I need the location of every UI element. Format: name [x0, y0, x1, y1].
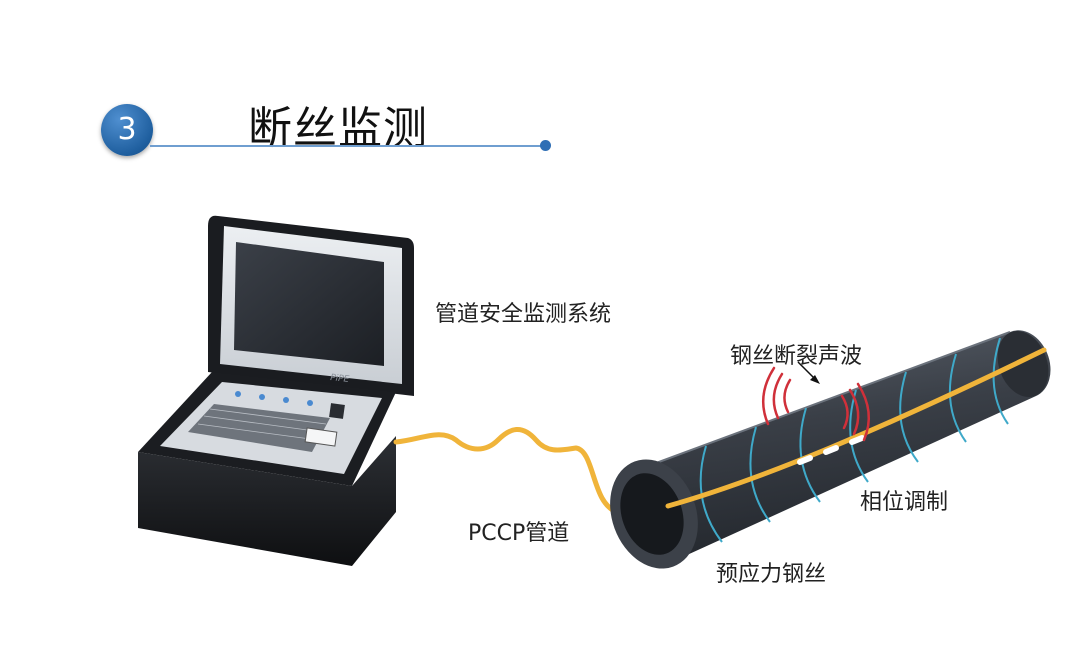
title-underline-dot: [540, 140, 551, 151]
acoustic-wave-label: 钢丝断裂声波: [730, 344, 863, 369]
device-screen: [234, 242, 384, 366]
phase-modulation-label: 相位调制: [860, 490, 949, 515]
step-number-badge: 3: [101, 104, 153, 156]
device-button: [259, 394, 265, 400]
device-base-front: [138, 436, 396, 566]
pccp-pipe: [610, 330, 1051, 569]
monitor-system-label: 管道安全监测系统: [435, 302, 612, 327]
pipe-far-end: [997, 331, 1049, 397]
monitoring-device: PiPE: [138, 215, 414, 566]
keyboard-keys: [197, 408, 327, 441]
device-display-window: [304, 427, 338, 447]
device-button: [235, 391, 241, 397]
device-port: [329, 403, 345, 419]
device-brand-text: PiPE: [330, 373, 350, 385]
fiber-optic-cable: [393, 427, 723, 519]
device-button: [307, 400, 313, 406]
device-button: [283, 397, 289, 403]
pipe-opening: [620, 473, 684, 555]
wire-break-marks: [797, 435, 865, 465]
acoustic-wave-icon: [761, 366, 871, 442]
title-underline: [150, 145, 544, 147]
pccp-pipe-label: PCCP管道: [468, 521, 570, 546]
acoustic-wave-arrow-icon: [797, 361, 820, 384]
device-keyboard: [188, 404, 330, 452]
header: 3 断丝监测: [0, 0, 1080, 170]
pipe-top-edge: [647, 331, 1011, 467]
prestressed-wire-label: 预应力钢丝: [716, 562, 827, 587]
